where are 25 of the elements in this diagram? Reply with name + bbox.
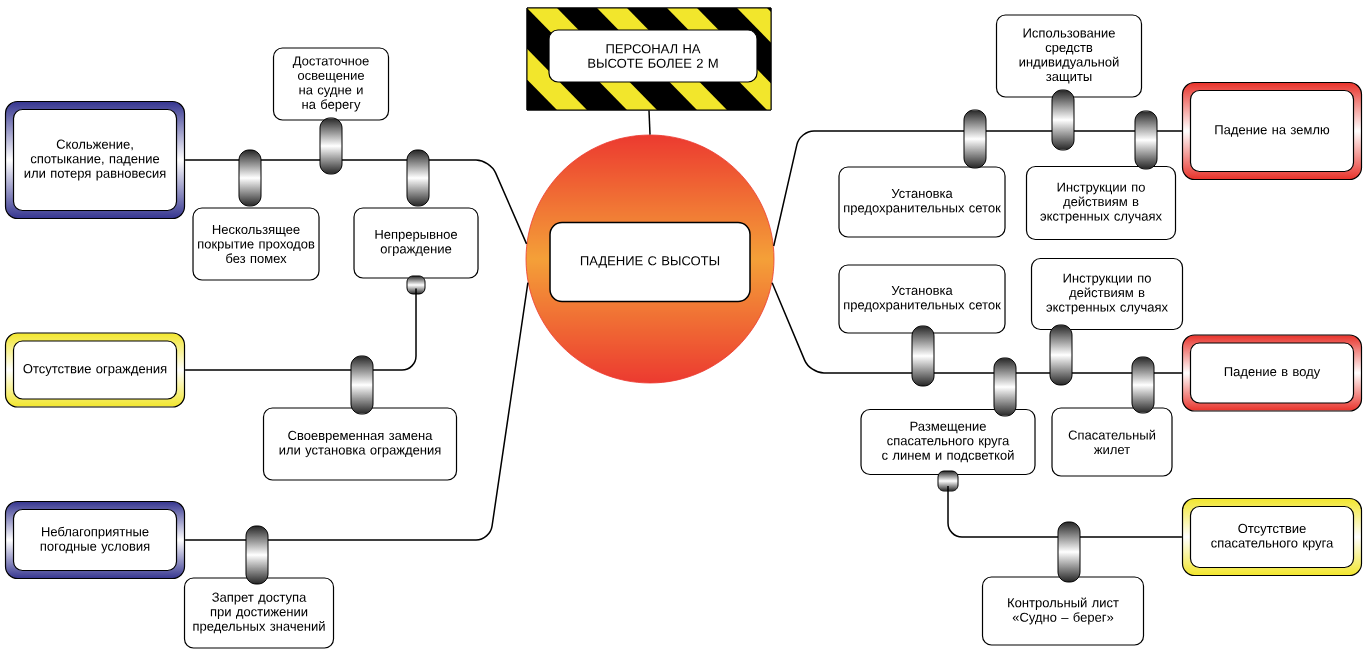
- barrier-box: Запрет доступа при достижении предельных значений: [183, 577, 335, 649]
- connector-line: [184, 282, 529, 541]
- barrier-box: Своевременная замена или установка ограждения: [262, 407, 458, 481]
- connector-line: [648, 109, 651, 136]
- framed-box: Падение в воду: [1181, 334, 1363, 412]
- barrier-box: Инструкции по действиям в экстренных случаях: [1025, 165, 1177, 241]
- hazard-sign: ПЕРСОНАЛ НА ВЫСОТЕ БОЛЕЕ 2 М: [526, 7, 772, 111]
- connector-line: [773, 130, 1183, 247]
- framed-box: Отсутствие ограждения: [4, 332, 186, 408]
- connector-line: [947, 485, 1183, 538]
- barrier-box: Инструкции по действиям в экстренных случаях: [1030, 257, 1184, 331]
- barrier-box: Установка предохранительных сеток: [838, 264, 1006, 334]
- barrier-box: Непрерывное ограждение: [353, 207, 479, 295]
- framed-box: Падение на землю: [1181, 81, 1363, 181]
- connector-line: [184, 287, 417, 371]
- framed-box: Отсутствие спасательного круга: [1181, 497, 1363, 577]
- barrier-box: Контрольный лист «Судно – берег»: [981, 576, 1145, 646]
- barrier-box: Размещение спасательного круга с линем и подсветкой: [860, 408, 1036, 492]
- barrier-box: Достаточное освещение на судне и на берегу: [272, 47, 390, 121]
- barrier-box: Спасательный жилет: [1051, 407, 1173, 477]
- barrier-box: Установка предохранительных сеток: [838, 166, 1006, 238]
- barrier-box: Использование средств индивидуальной защиты: [995, 14, 1143, 98]
- barrier-box: Нескользящее покрытие проходов без помех: [192, 207, 320, 281]
- framed-box: Скольжение, спотыкание, падение или потеря равновесия: [4, 100, 186, 220]
- framed-box: Неблагоприятные погодные условия: [4, 500, 186, 580]
